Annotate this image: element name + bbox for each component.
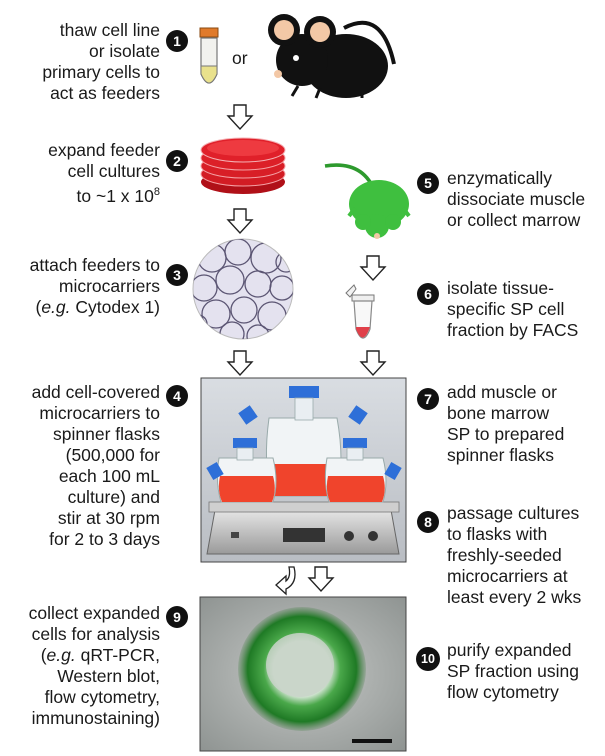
- step-6-badge: 6: [417, 283, 439, 305]
- down-arrow-1: [226, 104, 254, 131]
- down-arrow-3: [226, 350, 254, 377]
- microscopy-image: [199, 596, 407, 752]
- or-label: or: [232, 48, 248, 68]
- step-8-badge: 8: [417, 511, 439, 533]
- down-arrow-2: [226, 208, 254, 235]
- step-7-text: add muscle or bone marrow SP to prepared…: [447, 382, 565, 465]
- down-arrow-4: [307, 566, 335, 593]
- step-1-badge: 1: [166, 30, 188, 52]
- step-9-badge: 9: [166, 606, 188, 628]
- facs-tube-icon: [345, 284, 375, 339]
- step-4-text: add cell-covered microcarriers to spinne…: [31, 382, 160, 549]
- down-arrow-5: [359, 255, 387, 282]
- green-mouse-icon: [324, 163, 411, 239]
- microcarrier-image: [192, 238, 294, 340]
- step-3-badge: 3: [166, 264, 188, 286]
- step-1-text: thaw cell line or isolate primary cells …: [42, 20, 160, 103]
- culture-dish-stack-icon: [200, 137, 286, 194]
- spinner-flask-photo: [200, 377, 407, 563]
- step-4-badge: 4: [166, 385, 188, 407]
- step-6-text: isolate tissue- specific SP cell fractio…: [447, 278, 579, 340]
- step-7-badge: 7: [417, 388, 439, 410]
- step-10-text: purify expanded SP fraction using flow c…: [447, 640, 579, 702]
- step-5-badge: 5: [417, 172, 439, 194]
- step-10-badge: 10: [416, 647, 440, 671]
- step-8-text: passage cultures to flasks with freshly-…: [447, 503, 582, 607]
- down-arrow-6: [359, 350, 387, 377]
- step-5-text: enzymatically dissociate muscle or colle…: [447, 168, 586, 230]
- cell-tube-icon: [199, 27, 219, 84]
- black-mouse-icon: [268, 14, 396, 99]
- step-2-badge: 2: [166, 150, 188, 172]
- loop-arrow-icon: [275, 566, 296, 596]
